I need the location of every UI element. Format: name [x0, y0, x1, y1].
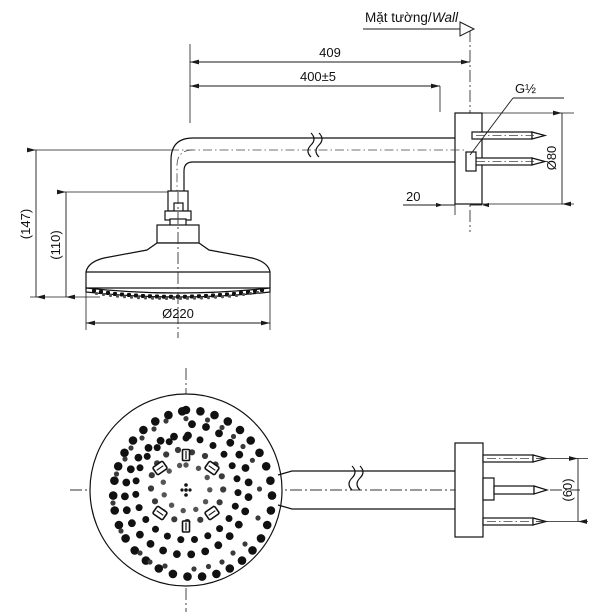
- flange-boss: [465, 151, 477, 172]
- side-elevation-view: Mặt tường/ Wall 409 400±5: [18, 10, 574, 338]
- thread-label: G½: [515, 81, 536, 96]
- dim-label-110: (110): [48, 230, 63, 259]
- nozzle-ring-outer: [108, 405, 277, 581]
- nozzle-ring-3: [132, 434, 242, 544]
- dim-label-d80: Ø80: [544, 146, 559, 171]
- arm-break-symbol-a: [307, 132, 315, 158]
- elbow-inner-curve: [183, 161, 194, 192]
- flange-body-bottom: [454, 442, 484, 538]
- nozzle-hole-pattern: [108, 405, 277, 581]
- special-mark-upper-left: [152, 460, 168, 476]
- dimension-head-height: (110): [48, 189, 168, 300]
- dim-label-400: 400±5: [300, 69, 336, 84]
- thread-callout-group: G½: [469, 81, 564, 156]
- dimension-pin-spacing: (60): [536, 456, 588, 524]
- dim-label-409: 409: [319, 45, 341, 60]
- dimension-arm-nominal: 400±5: [190, 69, 441, 112]
- special-mark-upper-right: [204, 460, 220, 476]
- dimension-head-diameter: Ø220: [85, 288, 271, 330]
- pin-middle-bottom: [493, 485, 535, 495]
- dimension-flange-depth: 20: [403, 189, 489, 215]
- arm-bottom-top-edge: [277, 470, 455, 476]
- center-nozzle-cluster: [180, 483, 192, 497]
- wall-direction-arrow-icon: [459, 21, 476, 37]
- nozzle-ring-5: [160, 462, 213, 514]
- nozzle-scatter-dots: [110, 416, 263, 572]
- wall-label-vi: Mặt tường/: [365, 10, 432, 25]
- wall-label-en: Wall: [432, 10, 459, 25]
- flange-pins-group: [465, 131, 548, 172]
- bottom-face-view: (60): [70, 368, 588, 612]
- wall-flange-bottom-view: [454, 442, 495, 538]
- shower-arm-side: [170, 132, 466, 192]
- flange-pins-bottom-group: [482, 454, 550, 526]
- pin-middle-tip-icon: [533, 485, 550, 495]
- flange-boss-bottom: [482, 477, 495, 501]
- thread-leader-line: [469, 97, 514, 156]
- arm-bottom-break-a: [348, 465, 356, 491]
- special-mark-lower-right: [204, 505, 220, 521]
- dim-label-60: (60): [560, 478, 575, 501]
- dimension-flange-diameter: Ø80: [482, 110, 574, 207]
- arm-bottom-break-b: [356, 465, 364, 491]
- wall-label-group: Mặt tường/ Wall: [363, 10, 476, 37]
- nozzle-special-marks: [152, 448, 220, 533]
- elbow-centerline: [176, 149, 194, 192]
- special-mark-lower-left: [152, 505, 168, 521]
- shower-arm-bottom-view: [277, 465, 455, 510]
- dim-label-d220: Ø220: [162, 306, 194, 321]
- arm-bottom-bottom-edge: [277, 504, 455, 510]
- nozzle-dots-side-second-row: [95, 291, 259, 300]
- dim-label-147: (147): [18, 209, 33, 239]
- elbow-outer-curve: [170, 137, 194, 192]
- dimension-total-height: (147): [18, 147, 170, 300]
- nozzle-ring-2: [121, 420, 253, 559]
- dim-label-20: 20: [406, 189, 420, 204]
- head-nozzle-row: [92, 288, 264, 300]
- arm-break-symbol-b: [315, 132, 323, 158]
- dimension-arm-overall: 409: [189, 44, 470, 123]
